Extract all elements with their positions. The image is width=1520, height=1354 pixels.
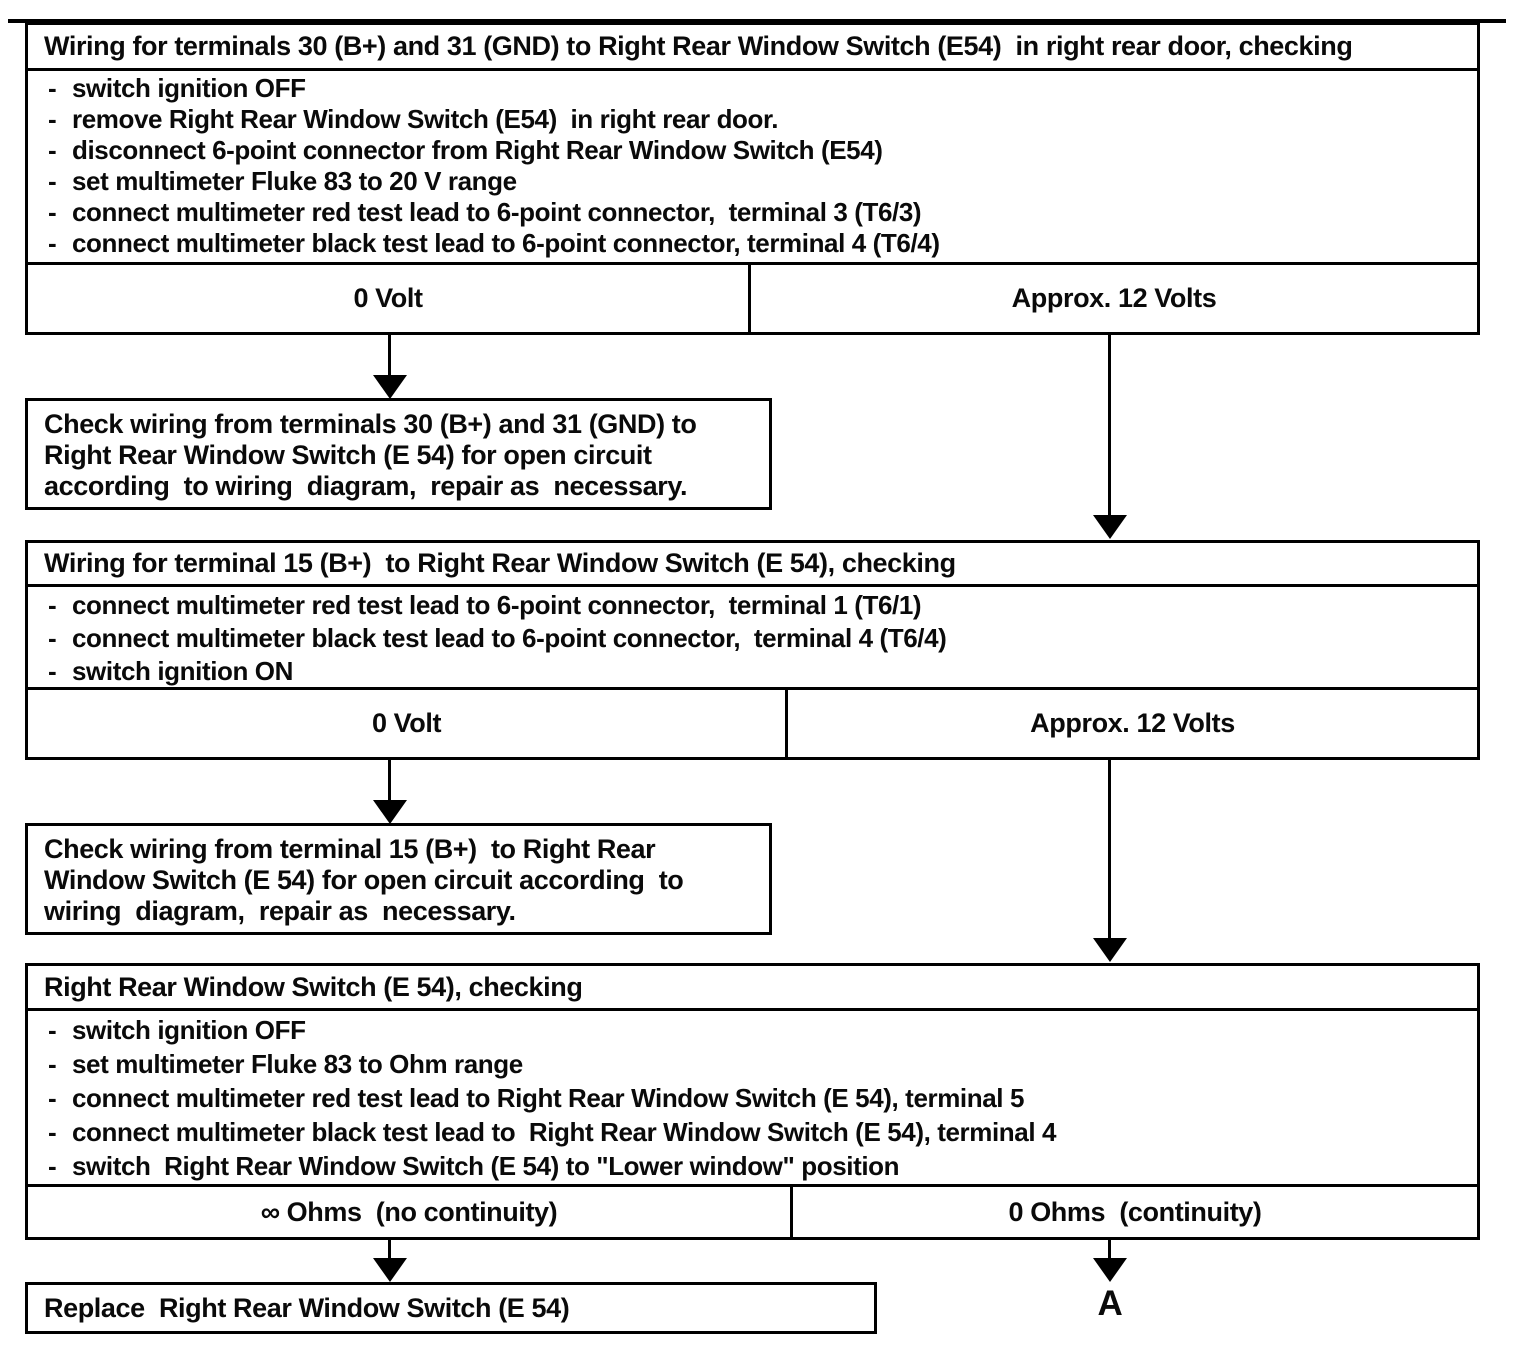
connector-line (1108, 1240, 1111, 1261)
result-row: 0 Volt Approx. 12 Volts (28, 687, 1477, 757)
step-item: connect multimeter black test lead to 6-… (28, 228, 1477, 259)
down-arrow-icon (373, 375, 407, 399)
scan-artifact-top-rule (8, 19, 1506, 23)
down-arrow-icon (373, 1258, 407, 1282)
connector-line (388, 1240, 391, 1261)
result-cell-right: Approx. 12 Volts (1030, 708, 1235, 738)
action-text-line: Replace Right Rear Window Switch (E 54) (44, 1292, 570, 1323)
procedure-steps: switch ignition OFF set multimeter Fluke… (28, 1011, 1477, 1184)
step-item: disconnect 6-point connector from Right … (28, 135, 1477, 166)
result-cell-left: 0 Volt (28, 265, 751, 332)
procedure-box-terminals-30-31: Wiring for terminals 30 (B+) and 31 (GND… (25, 22, 1480, 335)
step-item: connect multimeter red test lead to 6-po… (28, 589, 1477, 622)
result-cell-right: Approx. 12 Volts (1011, 283, 1217, 313)
down-arrow-icon (373, 800, 407, 824)
connector-label-a: A (1097, 1284, 1123, 1323)
action-box-replace-switch: Replace Right Rear Window Switch (E 54) (25, 1282, 877, 1334)
down-arrow-icon (1093, 515, 1127, 539)
step-item: switch ignition OFF (28, 73, 1477, 104)
action-text-line: Check wiring from terminals 30 (B+) and … (44, 409, 697, 439)
down-arrow-icon (1093, 938, 1127, 962)
step-item: switch Right Rear Window Switch (E 54) t… (28, 1149, 1477, 1183)
step-item: remove Right Rear Window Switch (E54) in… (28, 104, 1477, 135)
procedure-header: Wiring for terminal 15 (B+) to Right Rea… (28, 543, 1477, 587)
procedure-header: Wiring for terminals 30 (B+) and 31 (GND… (28, 25, 1477, 71)
action-text-line: Right Rear Window Switch (E 54) for open… (44, 440, 652, 470)
result-cell-left: 0 Volt (28, 690, 788, 757)
procedure-header: Right Rear Window Switch (E 54), checkin… (28, 966, 1477, 1011)
action-box-check-wiring-15: Check wiring from terminal 15 (B+) to Ri… (25, 823, 772, 935)
procedure-steps: connect multimeter red test lead to 6-po… (28, 587, 1477, 688)
result-row: 0 Volt Approx. 12 Volts (28, 262, 1477, 332)
down-arrow-icon (1093, 1258, 1127, 1282)
step-item: connect multimeter red test lead to 6-po… (28, 197, 1477, 228)
action-text-line: wiring diagram, repair as necessary. (44, 896, 516, 926)
procedure-box-switch-check: Right Rear Window Switch (E 54), checkin… (25, 963, 1480, 1240)
action-text-line: according to wiring diagram, repair as n… (44, 471, 688, 501)
step-item: set multimeter Fluke 83 to Ohm range (28, 1047, 1477, 1081)
step-item: switch ignition OFF (28, 1013, 1477, 1047)
result-cell-right: 0 Ohms (continuity) (1008, 1196, 1262, 1227)
action-text-line: Check wiring from terminal 15 (B+) to Ri… (44, 834, 656, 864)
step-item: connect multimeter black test lead to 6-… (28, 622, 1477, 655)
action-box-check-wiring-30-31: Check wiring from terminals 30 (B+) and … (25, 398, 772, 510)
result-cell-left: ∞ Ohms (no continuity) (28, 1187, 793, 1237)
connector-line (1108, 335, 1111, 517)
step-item: connect multimeter red test lead to Righ… (28, 1081, 1477, 1115)
result-row: ∞ Ohms (no continuity) 0 Ohms (continuit… (28, 1184, 1477, 1237)
step-item: set multimeter Fluke 83 to 20 V range (28, 166, 1477, 197)
action-text-line: Window Switch (E 54) for open circuit ac… (44, 865, 684, 895)
step-item: connect multimeter black test lead to Ri… (28, 1115, 1477, 1149)
step-item: switch ignition ON (28, 655, 1477, 688)
procedure-steps: switch ignition OFF remove Right Rear Wi… (28, 71, 1477, 262)
procedure-box-terminal-15: Wiring for terminal 15 (B+) to Right Rea… (25, 540, 1480, 760)
connector-line (388, 760, 391, 802)
connector-line (1108, 760, 1111, 940)
connector-line (388, 335, 391, 377)
